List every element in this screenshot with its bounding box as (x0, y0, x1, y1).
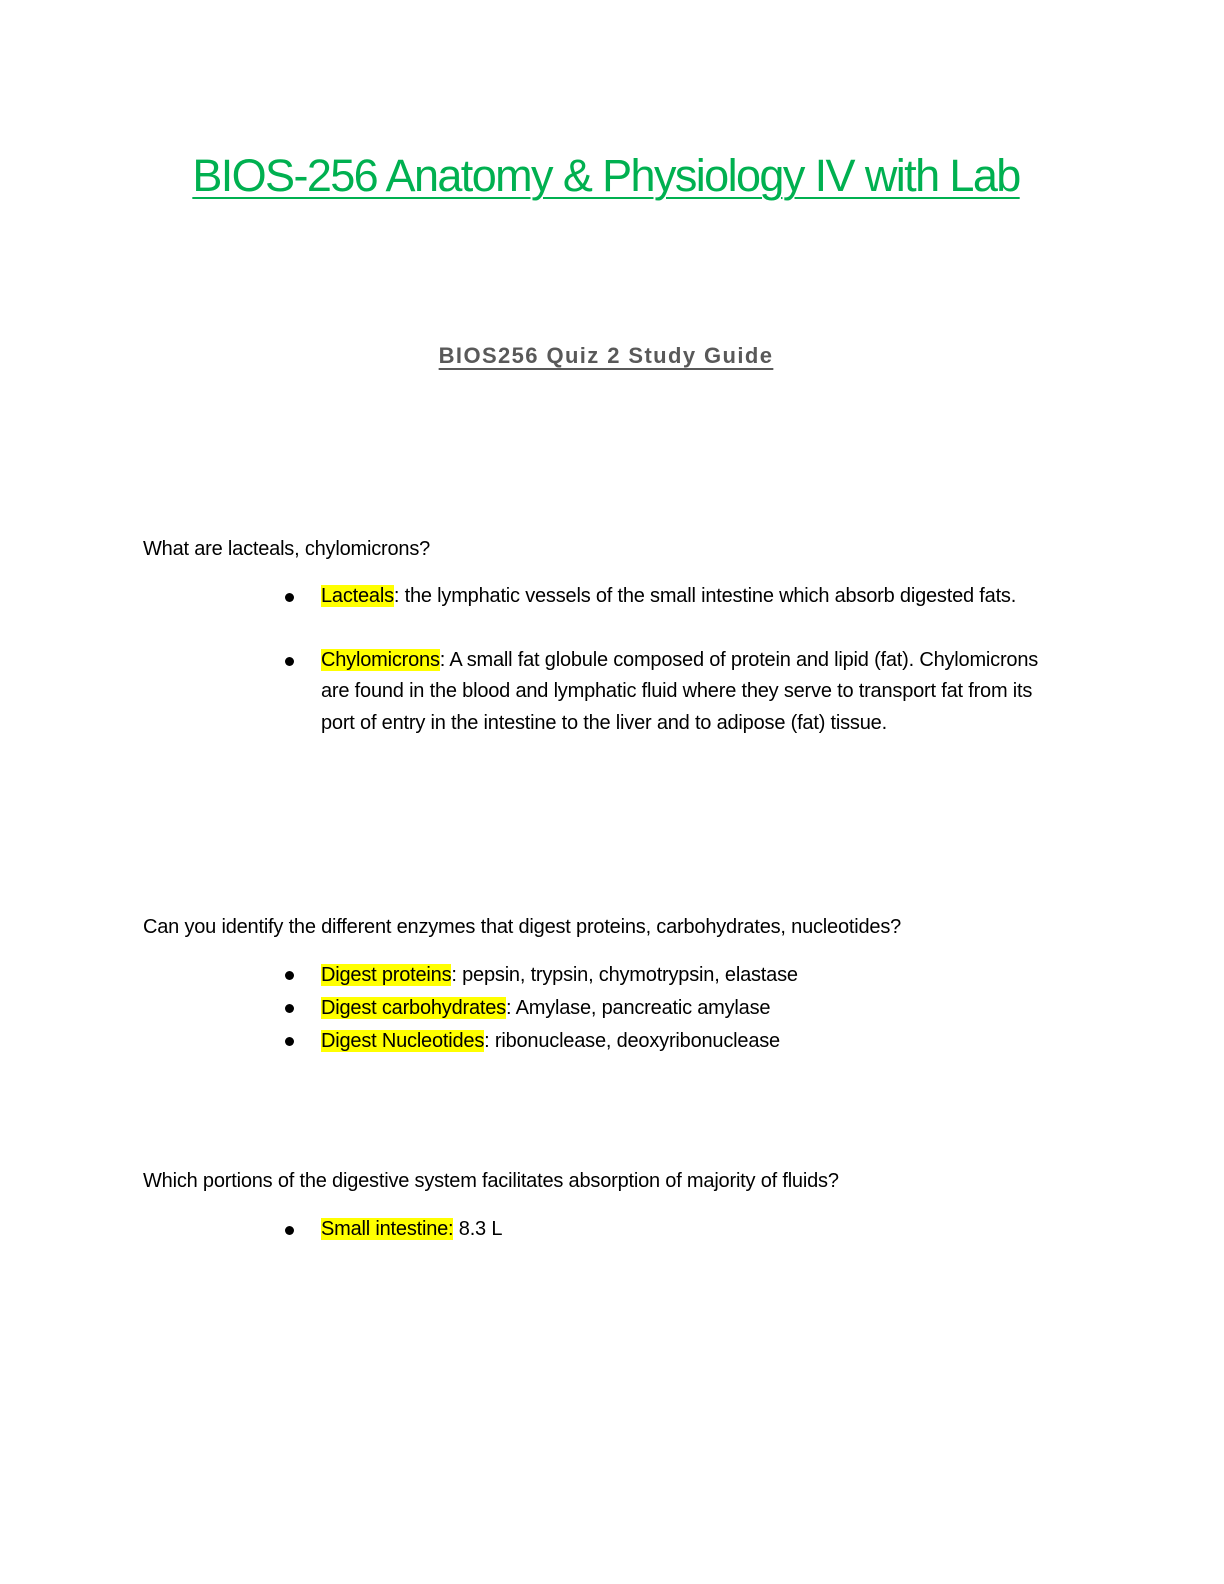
answer-list-lacteals: Lacteals: the lymphatic vessels of the s… (280, 581, 1060, 739)
definition-text: : the lymphatic vessels of the small int… (393, 585, 1017, 607)
definition-text: : A small fat globule composed of protei… (321, 648, 1039, 734)
bullet-icon (285, 1037, 294, 1046)
highlighted-term: Small intestine: (321, 1218, 454, 1240)
bullet-icon (285, 1226, 294, 1235)
answer-list-enzymes: Digest proteins: pepsin, trypsin, chymot… (280, 959, 1080, 1058)
list-item: Digest carbohydrates: Amylase, pancreati… (280, 992, 1080, 1025)
document-title: BIOS-256 Anatomy & Physiology IV with La… (192, 150, 1021, 201)
bullet-icon (285, 593, 294, 602)
definition-text: : pepsin, trypsin, chymotrypsin, elastas… (451, 964, 798, 986)
spacer (280, 613, 1060, 645)
question-enzymes: Can you identify the different enzymes t… (143, 916, 902, 938)
highlighted-term: Digest proteins (321, 964, 452, 986)
highlighted-term: Lacteals (321, 585, 394, 607)
answer-list-fluid-absorption: Small intestine: 8.3 L (280, 1214, 1080, 1246)
list-item: Lacteals: the lymphatic vessels of the s… (280, 581, 1060, 613)
list-item: Digest proteins: pepsin, trypsin, chymot… (280, 959, 1080, 992)
list-item: Digest Nucleotides: ribonuclease, deoxyr… (280, 1025, 1080, 1058)
highlighted-term: Chylomicrons (321, 648, 440, 671)
bullet-icon (285, 971, 294, 980)
definition-text: : Amylase, pancreatic amylase (506, 997, 771, 1019)
list-item: Chylomicrons: A small fat globule compos… (280, 645, 1060, 740)
definition-text: : ribonuclease, deoxyribonuclease (484, 1030, 780, 1052)
definition-text: 8.3 L (453, 1218, 503, 1240)
question-lacteals-chylomicrons: What are lacteals, chylomicrons? (143, 538, 431, 560)
highlighted-term: Digest carbohydrates (321, 997, 506, 1019)
bullet-icon (285, 656, 294, 666)
bullet-icon (285, 1004, 294, 1013)
study-guide-subtitle: BIOS256 Quiz 2 Study Guide (438, 343, 774, 368)
list-item: Small intestine: 8.3 L (280, 1214, 1080, 1246)
highlighted-term: Digest Nucleotides (321, 1030, 485, 1052)
question-fluid-absorption: Which portions of the digestive system f… (143, 1170, 839, 1192)
